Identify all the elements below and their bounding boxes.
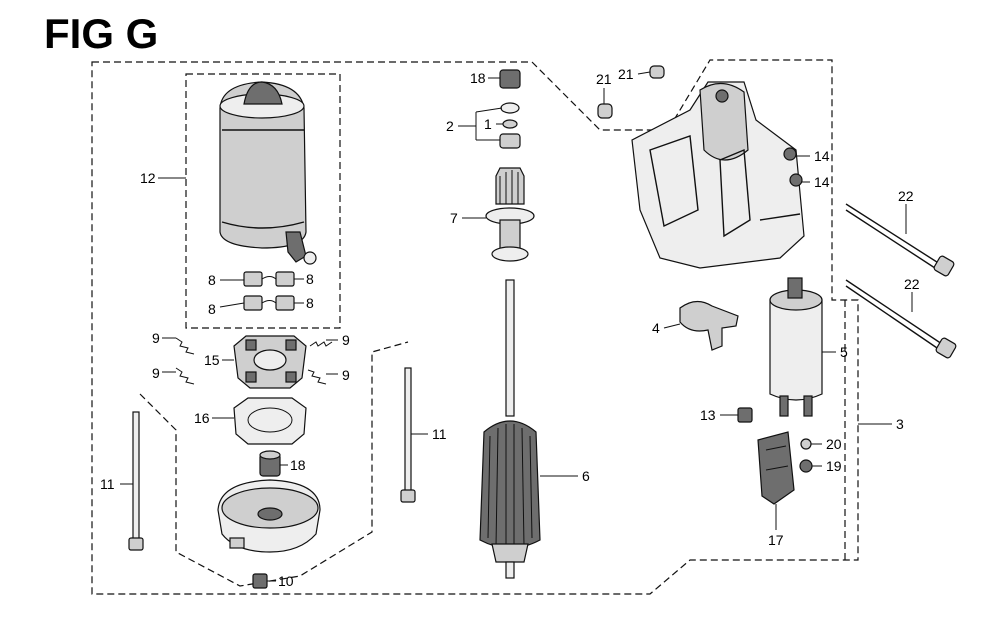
terminal-washer <box>800 438 812 450</box>
brush-springs <box>175 337 333 385</box>
callout-10: 10 <box>278 573 294 589</box>
callout-9: 9 <box>342 332 350 348</box>
insulator-plate <box>233 397 307 445</box>
callout-11: 11 <box>100 476 115 492</box>
through-bolt-nut <box>252 573 268 589</box>
callout-18: 18 <box>290 457 306 473</box>
callout-8: 8 <box>208 272 216 288</box>
leader-lines <box>120 71 913 582</box>
callout-15: 15 <box>204 352 220 368</box>
callout-14: 14 <box>814 148 830 164</box>
pinion-stop-parts <box>499 69 521 149</box>
shift-lever <box>679 300 739 351</box>
housing-nuts <box>783 147 803 187</box>
field-coil-housing <box>219 81 317 265</box>
terminal-nut <box>799 459 813 473</box>
rear-end-cover <box>217 479 321 553</box>
rear-bushing <box>259 450 281 477</box>
callout-8: 8 <box>208 301 216 317</box>
brush-set <box>243 271 295 311</box>
callout-17: 17 <box>768 532 784 548</box>
callout-21: 21 <box>596 71 612 87</box>
mounting-bolts <box>845 203 957 359</box>
callout-4: 4 <box>652 320 660 336</box>
callout-9: 9 <box>152 365 160 381</box>
callout-2: 2 <box>446 118 454 134</box>
callout-6: 6 <box>582 468 590 484</box>
callout-1: 1 <box>484 116 492 132</box>
callout-7: 7 <box>450 210 458 226</box>
figure-title: FIG G <box>44 10 159 57</box>
callout-22: 22 <box>904 276 920 292</box>
callout-14: 14 <box>814 174 830 190</box>
callout-21: 21 <box>618 66 634 82</box>
brush-holder <box>233 335 307 389</box>
solenoid-nut <box>737 407 753 423</box>
housing-bushings <box>597 65 665 119</box>
callout-8: 8 <box>306 271 314 287</box>
assembly-boundary <box>91 59 859 595</box>
callout-12: 12 <box>140 170 156 186</box>
callout-18: 18 <box>470 70 486 86</box>
callout-5: 5 <box>840 344 848 360</box>
through-bolts <box>128 367 416 551</box>
solenoid <box>769 277 823 417</box>
armature <box>479 279 541 579</box>
callout-13: 13 <box>700 407 716 423</box>
terminal-cover <box>757 431 795 505</box>
callout-8: 8 <box>306 295 314 311</box>
callout-20: 20 <box>826 436 842 452</box>
drive-housing <box>631 81 805 269</box>
callout-11: 11 <box>432 426 447 442</box>
callout-9: 9 <box>152 330 160 346</box>
callout-16: 16 <box>194 410 210 426</box>
callout-3: 3 <box>896 416 904 432</box>
field-coil-group-box <box>185 73 341 329</box>
pinion-gear <box>485 167 535 262</box>
callout-9: 9 <box>342 367 350 383</box>
callout-19: 19 <box>826 458 842 474</box>
callout-22: 22 <box>898 188 914 204</box>
